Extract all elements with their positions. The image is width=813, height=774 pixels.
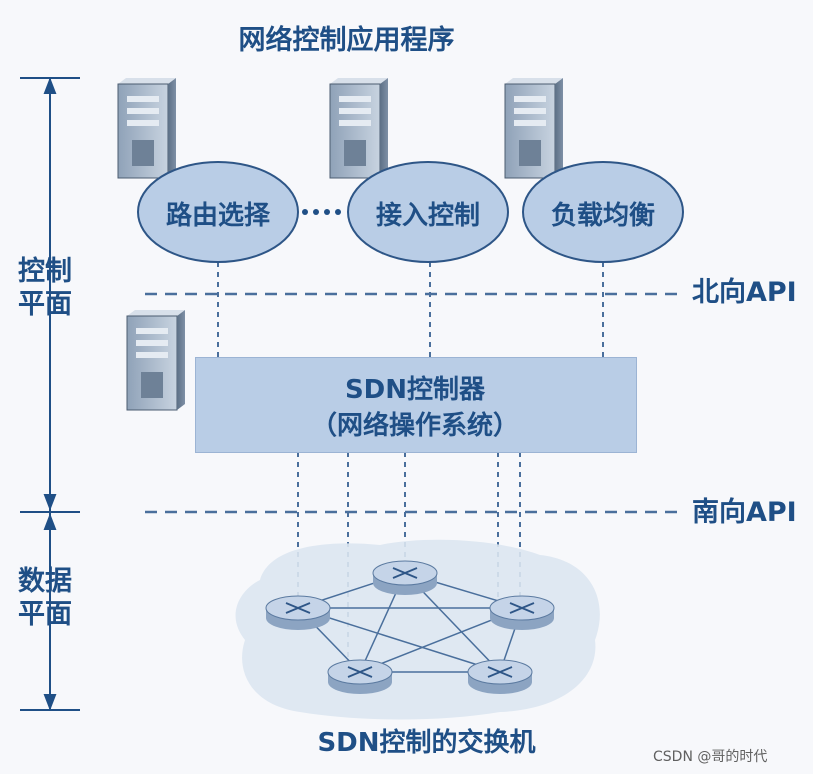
server-icon-loadbalance <box>504 78 563 179</box>
control-plane-line1: 控制 <box>18 256 72 287</box>
data-plane-label: 数据 平面 <box>18 565 72 631</box>
server-icon-routing <box>117 78 176 179</box>
app-ellipse-routing <box>137 161 299 263</box>
control-plane-line2: 平面 <box>18 289 72 320</box>
southbound-api-label: 南向API <box>692 497 797 528</box>
data-plane-line2: 平面 <box>18 599 72 630</box>
control-plane-label: 控制 平面 <box>18 255 72 321</box>
switch-icon <box>372 560 438 595</box>
switch-icon <box>467 659 533 694</box>
server-icon-access <box>329 78 388 179</box>
watermark: CSDN @哥的时代 <box>653 749 768 765</box>
ellipsis-dots <box>302 209 341 215</box>
switch-icon <box>327 659 393 694</box>
diagram-title: 网络控制应用程序 <box>238 25 455 56</box>
app-label-access: 接入控制 <box>375 201 480 231</box>
data-plane-line1: 数据 <box>18 566 72 597</box>
switch-icon <box>489 595 555 630</box>
controller-title: SDN控制器 <box>344 375 486 405</box>
plane-scale-bar <box>20 77 80 711</box>
switch-icon <box>265 595 331 630</box>
app-ellipse-loadbalance <box>522 161 684 263</box>
controller-subtitle: （网络操作系统） <box>310 411 519 441</box>
app-label-routing: 路由选择 <box>165 201 270 231</box>
sdn-controller-box <box>195 357 637 453</box>
app-ellipse-access <box>347 161 509 263</box>
app-connection-lines <box>217 262 604 357</box>
northbound-api-label: 北向API <box>692 277 797 308</box>
app-label-loadbalance: 负载均衡 <box>550 201 655 231</box>
server-icon-controller <box>126 310 185 411</box>
switch-network-label: SDN控制的交换机 <box>317 728 536 758</box>
